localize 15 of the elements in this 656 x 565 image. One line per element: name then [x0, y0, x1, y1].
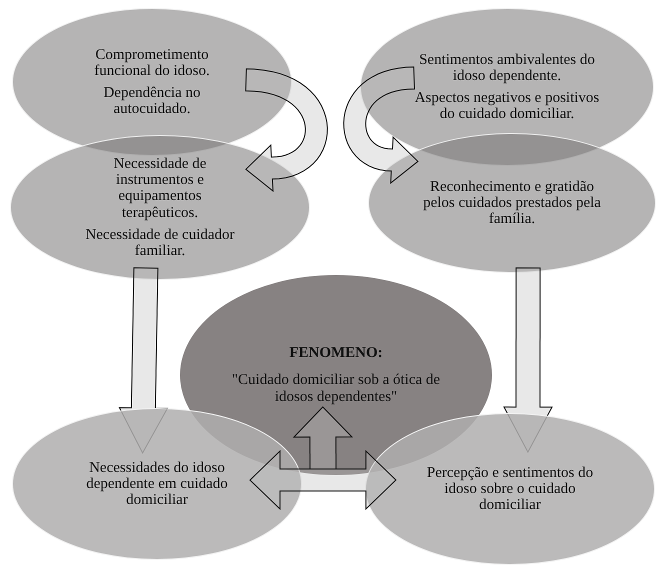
- node-text: Aspectos negativos e positivos do cuidado domiciliar.: [414, 90, 600, 122]
- block-arrow: [245, 68, 328, 192]
- node-text: "Cuidado domiciliar sob a ótica de idosos dependentes": [231, 372, 441, 405]
- node-text: Necessidades do idoso dependente em cuidado domiciliar: [85, 460, 229, 508]
- block-arrow: [249, 450, 397, 510]
- block-arrow: [292, 406, 354, 470]
- node-text: Dependência no autocuidado.: [102, 85, 202, 118]
- node-text: Reconhecimento e gratidão pelos cuidados prestados pela família.: [422, 178, 602, 228]
- node-text: Necessidade de instrumentos e equipamentos terapêuticos.: [112, 156, 208, 221]
- node-text: Sentimentos ambivalentes do idoso dependente.: [418, 52, 596, 84]
- node-text: Percepção e sentimentos do idoso sobre o cuidado domiciliar: [426, 464, 594, 514]
- block-arrow: [343, 66, 419, 184]
- heading-text: FENOMENO:: [289, 345, 383, 362]
- node-text: Comprometimento funcional do idoso.: [93, 46, 211, 79]
- node-text: Necessidade de cuidador familiar.: [84, 226, 236, 260]
